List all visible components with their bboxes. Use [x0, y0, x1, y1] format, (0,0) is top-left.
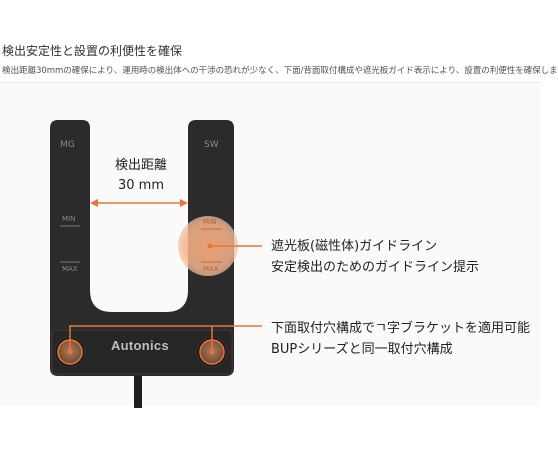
- divider: [0, 82, 540, 83]
- mount-callout-detail: BUPシリーズと同一取付穴構成: [271, 342, 453, 357]
- distance-arrow-left-head: [90, 199, 98, 207]
- mount-callout-title: 下面取付穴構成でㄱ字ブラケットを適用可能: [271, 321, 530, 336]
- min-label-right: MIN: [203, 218, 217, 226]
- distance-arrow-right-head: [180, 199, 188, 207]
- section-heading: 検出安定性と設置の利便性を確保: [2, 44, 183, 58]
- mount-callout-dot-right: [209, 349, 215, 355]
- distance-label: 検出距離: [114, 158, 167, 173]
- sensor-body: [50, 120, 234, 376]
- sensor-illustration: [50, 120, 262, 408]
- sensor-base: [51, 329, 233, 375]
- section-description: 検出距離30mmの確保により、運用時の検出体への干渉の恐れが少なく、下面/背面取…: [2, 66, 558, 76]
- guide-callout-detail: 安定検出のためのガイドライン提示: [271, 260, 480, 275]
- guide-callout-title: 遮光板(磁性体)ガイドライン: [271, 239, 438, 254]
- brand-logo: Autonics: [110, 338, 169, 353]
- distance-value: 30 mm: [117, 178, 164, 193]
- mg-label: MG: [60, 140, 75, 150]
- max-label-left: MAX: [62, 265, 78, 273]
- sensor-cable: [134, 370, 142, 408]
- min-label-left: MIN: [62, 215, 76, 223]
- guide-callout: 遮光板(磁性体)ガイドライン 安定検出のためのガイドライン提示: [271, 236, 479, 278]
- max-label-right: MAX: [203, 265, 219, 273]
- mount-callout-dot-left: [67, 349, 73, 355]
- mount-callout-line: [69, 325, 262, 352]
- sw-label: SW: [204, 140, 219, 150]
- mount-callout: 下面取付穴構成でㄱ字ブラケットを適用可能 BUPシリーズと同一取付穴構成: [271, 318, 530, 360]
